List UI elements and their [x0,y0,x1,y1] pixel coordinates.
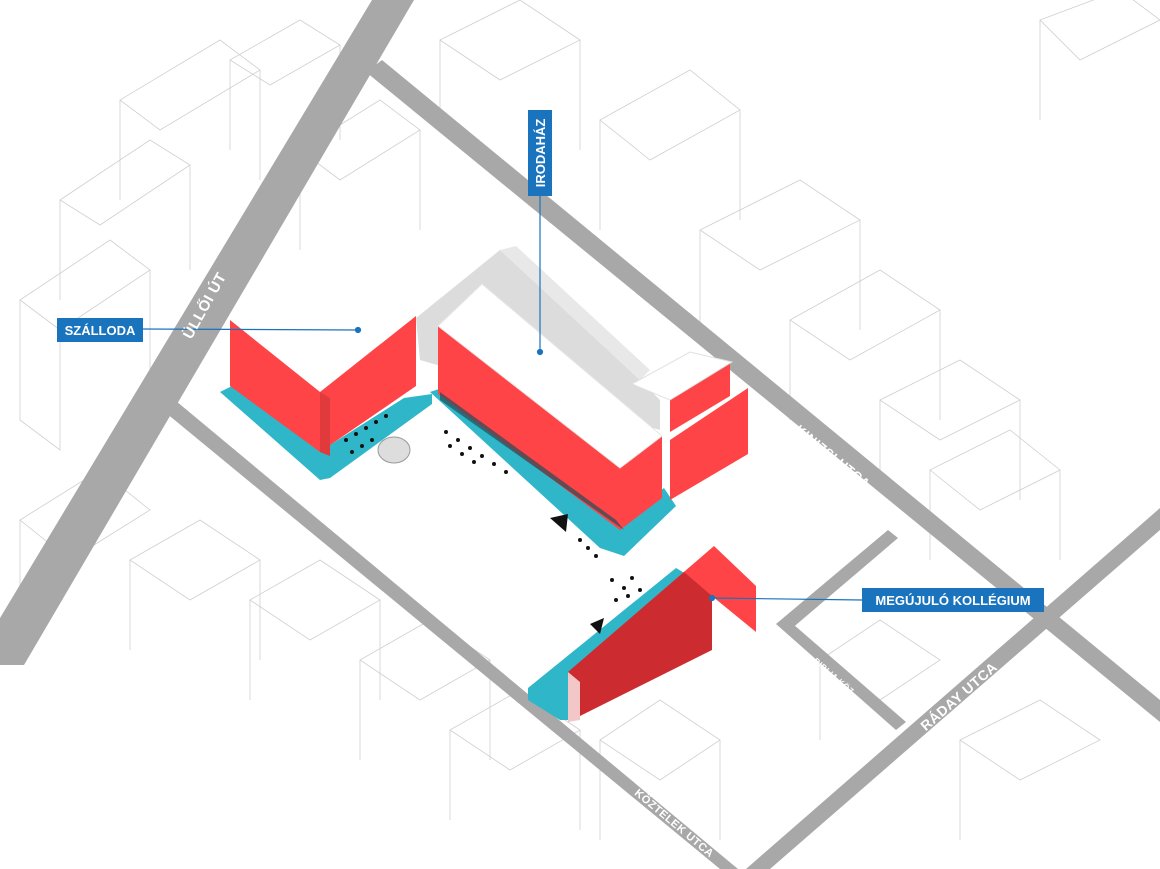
callout-hotel-label: SZÁLLODA [65,323,136,338]
hotel-plinth [220,386,432,480]
road-biblia [776,530,898,630]
street-label-koztelek: KÖZTELEK UTCA [632,786,716,860]
pedestrian-flows [344,414,642,634]
callout-hotel: SZÁLLODA [57,318,143,342]
road-koztelek [160,396,738,869]
courtyard-fountain [377,436,411,464]
callout-leaders [139,196,863,602]
callout-dormitory: MEGÚJULÓ KOLLÉGIUM [862,588,1044,612]
road-ulloi [0,0,414,665]
hotel-building [220,316,432,480]
street-label-raday: RÁDAY UTCA [917,659,1000,734]
callout-dormitory-label: MEGÚJULÓ KOLLÉGIUM [875,593,1030,608]
callout-office: IRODAHÁZ [528,110,552,196]
road-kinizsi [366,60,1160,722]
road-biblia-2 [776,618,906,730]
callout-office-label: IRODAHÁZ [533,119,548,188]
office-building [430,283,748,556]
road-raday [746,508,1160,869]
dormitory-building [528,546,756,722]
